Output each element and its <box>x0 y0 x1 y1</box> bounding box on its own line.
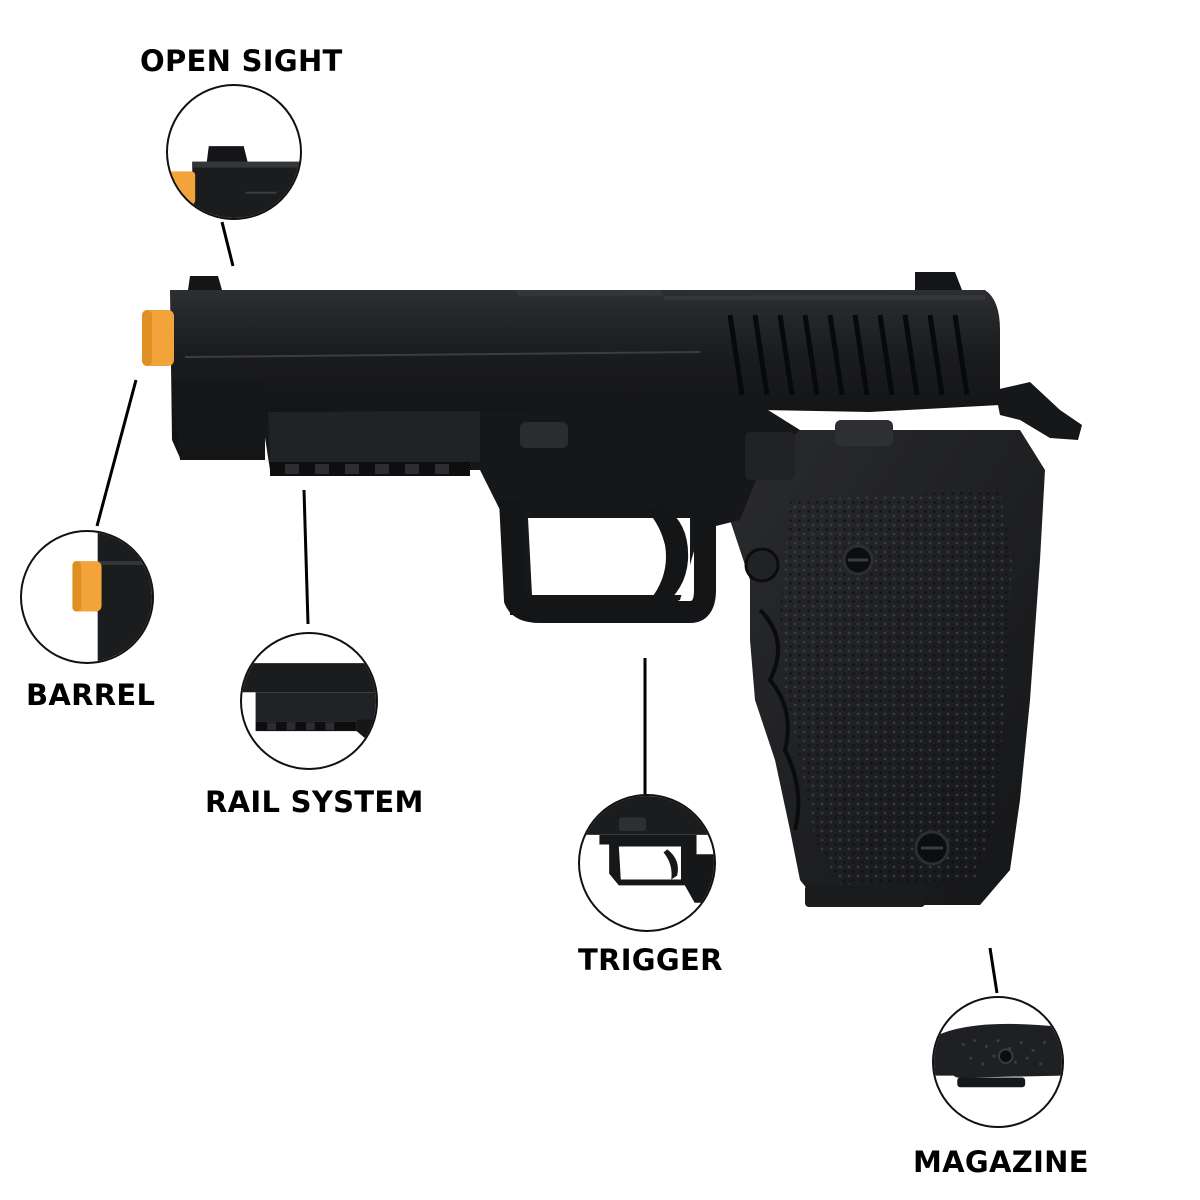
front-sight <box>188 276 222 290</box>
trigger-zoom <box>580 796 714 903</box>
trigger-guard <box>499 499 716 623</box>
magazine-base <box>805 885 925 907</box>
barrel-label: BARREL <box>26 678 156 712</box>
rail-system-label: RAIL SYSTEM <box>205 785 424 819</box>
rail-system-callout <box>240 632 378 770</box>
trigger-guard-opening <box>528 518 690 595</box>
barrel-leader <box>95 379 138 527</box>
grip-stipple <box>780 490 1012 885</box>
magazine-leader <box>988 947 999 994</box>
magazine-release <box>744 547 780 583</box>
open-sight-zoom <box>168 146 300 218</box>
slide-highlight <box>184 351 701 358</box>
open-sight-label: OPEN SIGHT <box>140 44 343 78</box>
open-sight-leader <box>220 221 235 267</box>
finger-grooves <box>758 608 801 831</box>
magazine-zoom <box>934 1023 1062 1088</box>
barrel-zoom <box>72 532 152 662</box>
grip-screw-top <box>842 544 874 576</box>
magazine-label: MAGAZINE <box>913 1145 1089 1179</box>
dust-cover <box>172 380 265 460</box>
takedown-lever <box>745 432 795 480</box>
slide-serrations <box>727 314 970 396</box>
slide-top-step <box>515 290 985 300</box>
slide <box>170 290 1000 458</box>
trigger-label: TRIGGER <box>578 943 723 977</box>
rail-teeth <box>285 464 449 474</box>
slide-release <box>520 422 568 448</box>
trigger-blade <box>648 505 689 608</box>
trigger-callout <box>578 794 716 932</box>
hammer <box>995 382 1082 440</box>
decocker-lever <box>835 420 893 446</box>
grip-screw-bottom <box>914 830 950 866</box>
orange-muzzle-shade <box>142 310 152 366</box>
rear-sight <box>915 272 962 290</box>
magazine-callout <box>932 996 1064 1128</box>
rail-system-leader <box>302 489 310 625</box>
accessory-rail <box>268 410 480 462</box>
open-sight-callout <box>166 84 302 220</box>
barrel-callout <box>20 530 154 664</box>
rail-system-zoom <box>242 663 376 749</box>
